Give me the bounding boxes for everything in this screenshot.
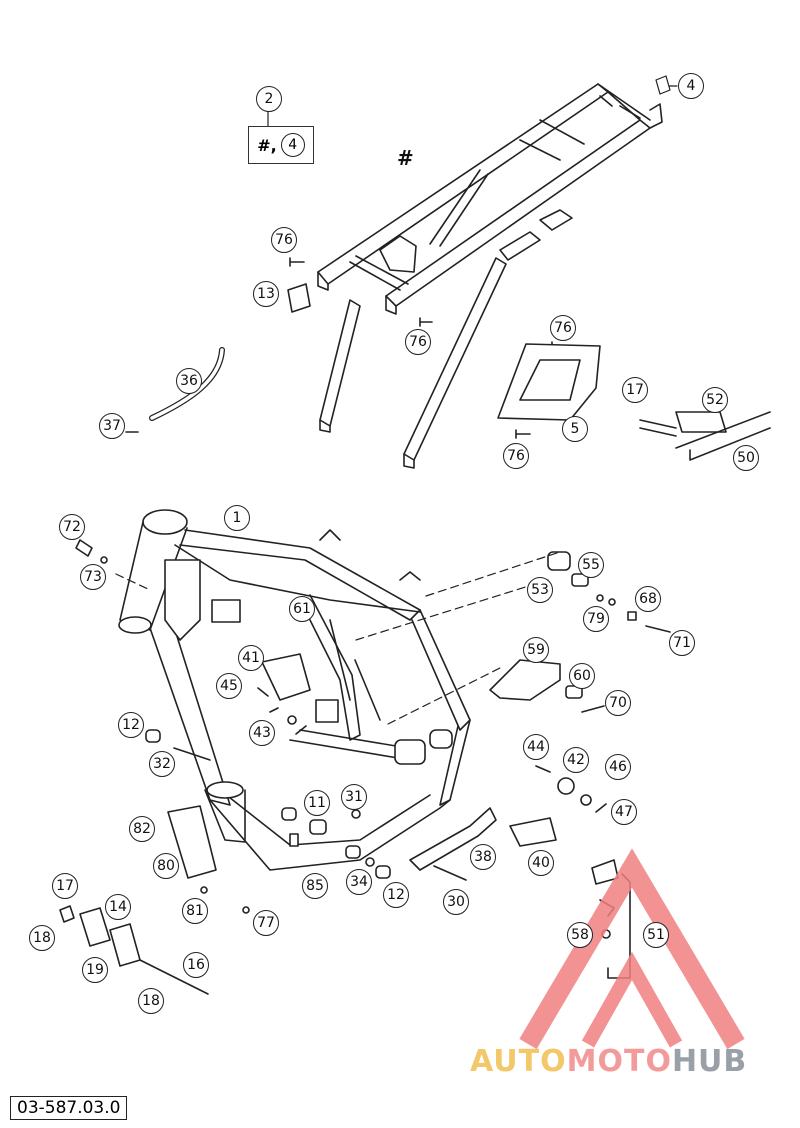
callout-18[interactable]: 18 xyxy=(29,925,55,951)
callout-30[interactable]: 30 xyxy=(443,889,469,915)
callout-72[interactable]: 72 xyxy=(59,514,85,540)
callout-12[interactable]: 12 xyxy=(383,882,409,908)
callout-76[interactable]: 76 xyxy=(503,443,529,469)
callout-41[interactable]: 41 xyxy=(238,645,264,671)
callout-79[interactable]: 79 xyxy=(583,606,609,632)
document-code: 03-587.03.0 xyxy=(10,1096,128,1120)
callout-4[interactable]: 4 xyxy=(678,73,704,99)
callout-50[interactable]: 50 xyxy=(733,445,759,471)
callout-32[interactable]: 32 xyxy=(149,751,175,777)
set-box: #, 4 xyxy=(248,126,314,164)
callout-2[interactable]: 2 xyxy=(256,86,282,112)
callout-76[interactable]: 76 xyxy=(405,329,431,355)
callout-38[interactable]: 38 xyxy=(470,844,496,870)
main-frame-drawing xyxy=(118,509,471,871)
set-box-hash: #, xyxy=(257,135,277,155)
callout-42[interactable]: 42 xyxy=(563,747,589,773)
subframe-hash: # xyxy=(397,146,414,170)
callout-12[interactable]: 12 xyxy=(118,712,144,738)
set-box-ref: 4 xyxy=(280,133,305,157)
callout-55[interactable]: 55 xyxy=(578,552,604,578)
callout-76[interactable]: 76 xyxy=(271,227,297,253)
callout-82[interactable]: 82 xyxy=(129,816,155,842)
callout-44[interactable]: 44 xyxy=(523,734,549,760)
watermark-part3: HUB xyxy=(671,1044,748,1079)
watermark-part1: AUTO xyxy=(470,1044,567,1079)
callout-52[interactable]: 52 xyxy=(702,387,728,413)
callout-14[interactable]: 14 xyxy=(105,894,131,920)
callout-73[interactable]: 73 xyxy=(80,564,106,590)
callout-5[interactable]: 5 xyxy=(562,416,588,442)
subframe-drawing xyxy=(317,83,663,469)
callout-59[interactable]: 59 xyxy=(523,637,549,663)
callout-34[interactable]: 34 xyxy=(346,869,372,895)
solid-leaders xyxy=(267,75,678,127)
callout-85[interactable]: 85 xyxy=(302,873,328,899)
callout-71[interactable]: 71 xyxy=(669,630,695,656)
callout-36[interactable]: 36 xyxy=(176,368,202,394)
callout-11[interactable]: 11 xyxy=(304,790,330,816)
callout-47[interactable]: 47 xyxy=(611,799,637,825)
callout-18[interactable]: 18 xyxy=(138,988,164,1014)
callout-17[interactable]: 17 xyxy=(622,377,648,403)
small-parts-drawing xyxy=(59,257,771,995)
callout-61[interactable]: 61 xyxy=(289,596,315,622)
callout-43[interactable]: 43 xyxy=(249,720,275,746)
callout-45[interactable]: 45 xyxy=(216,673,242,699)
callout-76[interactable]: 76 xyxy=(550,315,576,341)
watermark-part2: MOTO xyxy=(566,1044,672,1079)
callout-46[interactable]: 46 xyxy=(605,754,631,780)
callout-70[interactable]: 70 xyxy=(605,690,631,716)
callout-37[interactable]: 37 xyxy=(99,413,125,439)
callout-80[interactable]: 80 xyxy=(153,853,179,879)
callout-19[interactable]: 19 xyxy=(82,957,108,983)
callout-17[interactable]: 17 xyxy=(52,873,78,899)
callout-58[interactable]: 58 xyxy=(567,922,593,948)
callout-81[interactable]: 81 xyxy=(182,898,208,924)
callout-68[interactable]: 68 xyxy=(635,586,661,612)
callout-77[interactable]: 77 xyxy=(253,910,279,936)
callout-31[interactable]: 31 xyxy=(341,784,367,810)
callout-53[interactable]: 53 xyxy=(527,577,553,603)
callout-40[interactable]: 40 xyxy=(528,850,554,876)
callout-60[interactable]: 60 xyxy=(569,663,595,689)
callout-16[interactable]: 16 xyxy=(183,952,209,978)
watermark-logo xyxy=(519,848,745,1050)
watermark-text: AUTOMOTOHUB xyxy=(470,1044,747,1079)
callout-51[interactable]: 51 xyxy=(643,922,669,948)
callout-1[interactable]: 1 xyxy=(224,505,250,531)
leader-lines xyxy=(115,551,561,725)
callout-13[interactable]: 13 xyxy=(253,281,279,307)
